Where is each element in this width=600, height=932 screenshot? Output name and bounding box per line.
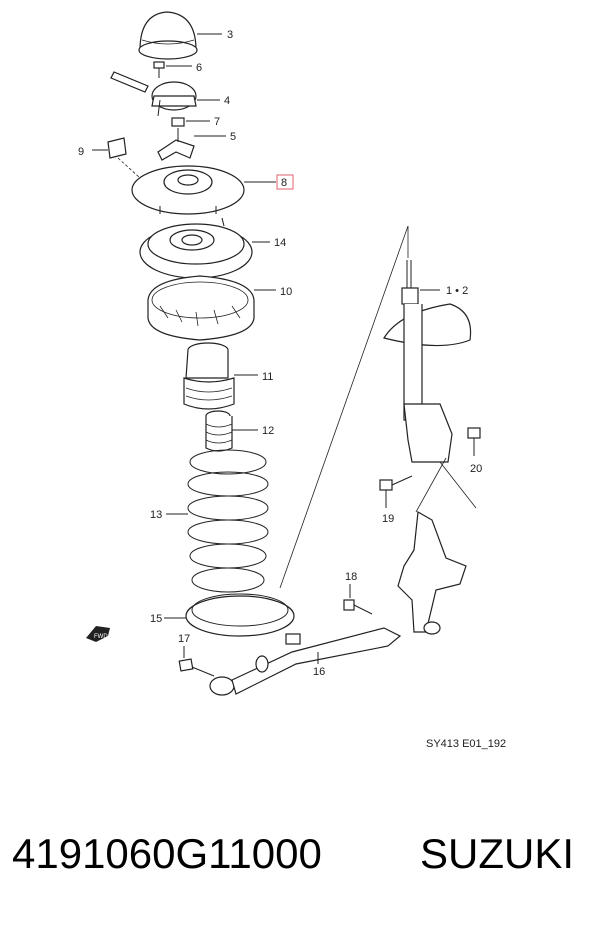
label-5: 5 (230, 131, 236, 143)
label-6: 6 (196, 62, 202, 74)
label-10: 10 (280, 286, 292, 298)
part-8-strut-mount: 8 (131, 165, 294, 215)
label-8: 8 (281, 177, 287, 189)
label-1-2: 1 • 2 (446, 285, 468, 297)
label-16: 16 (313, 666, 325, 678)
diagram-reference-code: SY413 E01_192 (426, 738, 506, 750)
part-3-dust-cap: 3 (138, 11, 233, 60)
part-number: 4191060G11000 (12, 830, 322, 877)
part-1-2-strut-assembly: 1 • 2 (383, 260, 472, 463)
part-4-cover: 4 (110, 71, 230, 117)
label-3: 3 (227, 29, 233, 41)
label-17: 17 (178, 633, 190, 645)
part-20-nut: 20 (467, 427, 482, 475)
label-13: 13 (150, 509, 162, 521)
assembly-guide-lines (279, 225, 477, 589)
part-14-bearing: 14 (139, 217, 286, 279)
forward-arrow-icon: FWD (86, 626, 110, 642)
label-9: 9 (78, 146, 84, 158)
exploded-parts-diagram: 3 6 4 7 5 9 (78, 11, 506, 750)
part-7-nut: 7 (171, 116, 220, 128)
brand-name: SUZUKI (420, 830, 575, 877)
label-18: 18 (345, 571, 357, 583)
part-11-boot: 11 (183, 342, 273, 410)
part-17-bolt: 17 (178, 633, 215, 677)
part-9-nut: 9 (78, 137, 141, 179)
forward-arrow-text: FWD (94, 634, 108, 640)
part-6-screw: 6 (153, 61, 202, 78)
label-11: 11 (262, 371, 273, 383)
label-4: 4 (224, 95, 230, 107)
part-10-spring-seat: 10 (147, 275, 292, 341)
part-15-lower-seat: 15 (150, 593, 295, 637)
label-15: 15 (150, 613, 162, 625)
part-18-bolt: 18 (343, 571, 373, 615)
steering-knuckle (397, 511, 467, 635)
label-14: 14 (274, 237, 286, 249)
part-5-bracket: 5 (157, 128, 236, 161)
label-19: 19 (382, 513, 394, 525)
footer (0, 775, 600, 932)
part-16-lateral-rod: 16 (209, 627, 402, 696)
label-12: 12 (262, 425, 274, 437)
part-13-coil-spring: 13 (150, 449, 269, 593)
part-12-bump-stop: 12 (205, 410, 274, 452)
part-19-bolt: 19 (379, 475, 413, 525)
label-20: 20 (470, 463, 482, 475)
label-7: 7 (214, 116, 220, 128)
